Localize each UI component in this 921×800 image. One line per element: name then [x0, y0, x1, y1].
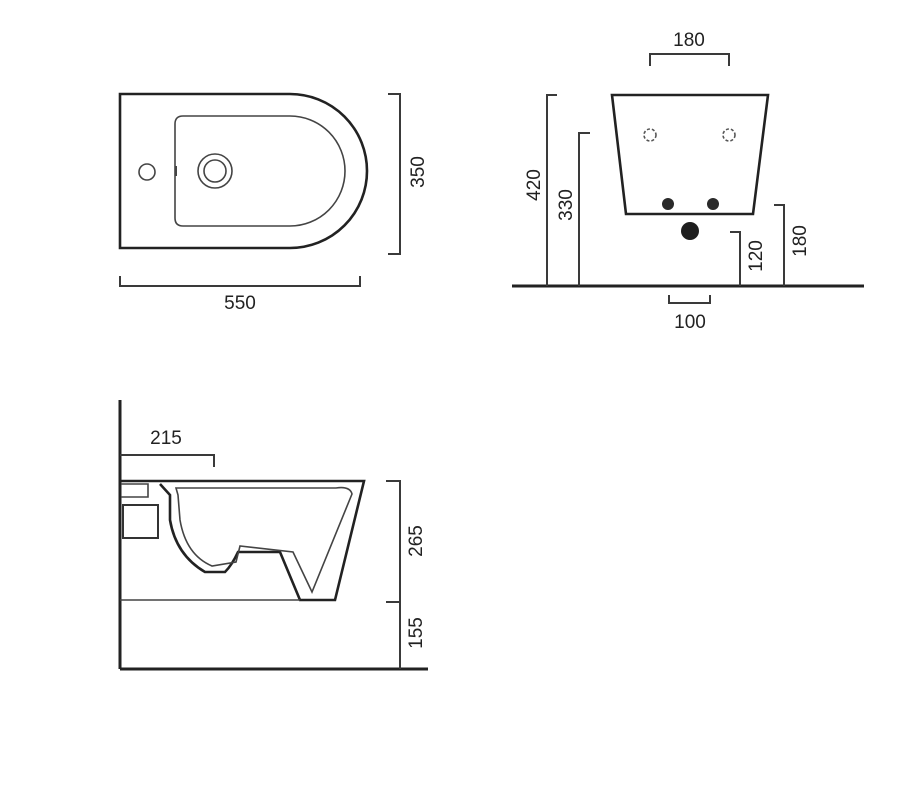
bottom-height-label: 180	[790, 225, 811, 257]
side-view: 215 265 155	[118, 400, 428, 671]
drain-outer-ring	[197, 153, 233, 189]
tap-hole-icon	[138, 163, 156, 181]
drain-inner-ring	[203, 159, 227, 183]
mount-height-dimension-line	[578, 132, 590, 286]
fixing-bolt-left-icon	[662, 198, 674, 210]
drain-height-dimension-line	[730, 231, 741, 286]
top-depth-dimension-line	[388, 93, 401, 255]
drain-pipe-icon	[681, 222, 699, 240]
mount-height-label: 330	[556, 189, 577, 221]
floor-clearance-label: 155	[406, 617, 427, 649]
top-view: 550 350	[118, 92, 429, 314]
drain-offset-label: 100	[674, 312, 706, 333]
top-view-outer-outline	[118, 92, 369, 250]
bowl-height-label: 265	[406, 525, 427, 557]
front-view-body-outline	[610, 93, 770, 216]
mounting-plate	[121, 483, 149, 498]
wall-bracket-left-icon	[643, 128, 657, 142]
bowl-height-dimension-line	[386, 480, 401, 603]
total-height-dimension-line	[546, 94, 557, 286]
bracket-spacing-dimension-line	[649, 53, 730, 66]
drain-offset-dimension-line	[668, 295, 711, 304]
side-view-bowl-inner	[174, 486, 353, 594]
tap-offset-dimension-line	[120, 454, 215, 467]
tap-offset-label: 215	[150, 428, 182, 449]
top-depth-label: 350	[408, 156, 429, 188]
bottom-height-dimension-line	[774, 204, 785, 286]
top-width-label: 550	[224, 293, 256, 314]
top-width-dimension-line	[119, 276, 361, 287]
total-height-label: 420	[524, 169, 545, 201]
bracket-spacing-label: 180	[673, 30, 705, 51]
front-view: 180 420 330 120 180 100	[512, 30, 864, 333]
fixing-bolt-right-icon	[707, 198, 719, 210]
drain-height-label: 120	[746, 240, 767, 272]
side-view-body-outline	[120, 479, 366, 602]
top-view-bowl-rim	[174, 115, 346, 227]
wall-bracket-right-icon	[722, 128, 736, 142]
wall-bracket-block	[122, 504, 159, 539]
